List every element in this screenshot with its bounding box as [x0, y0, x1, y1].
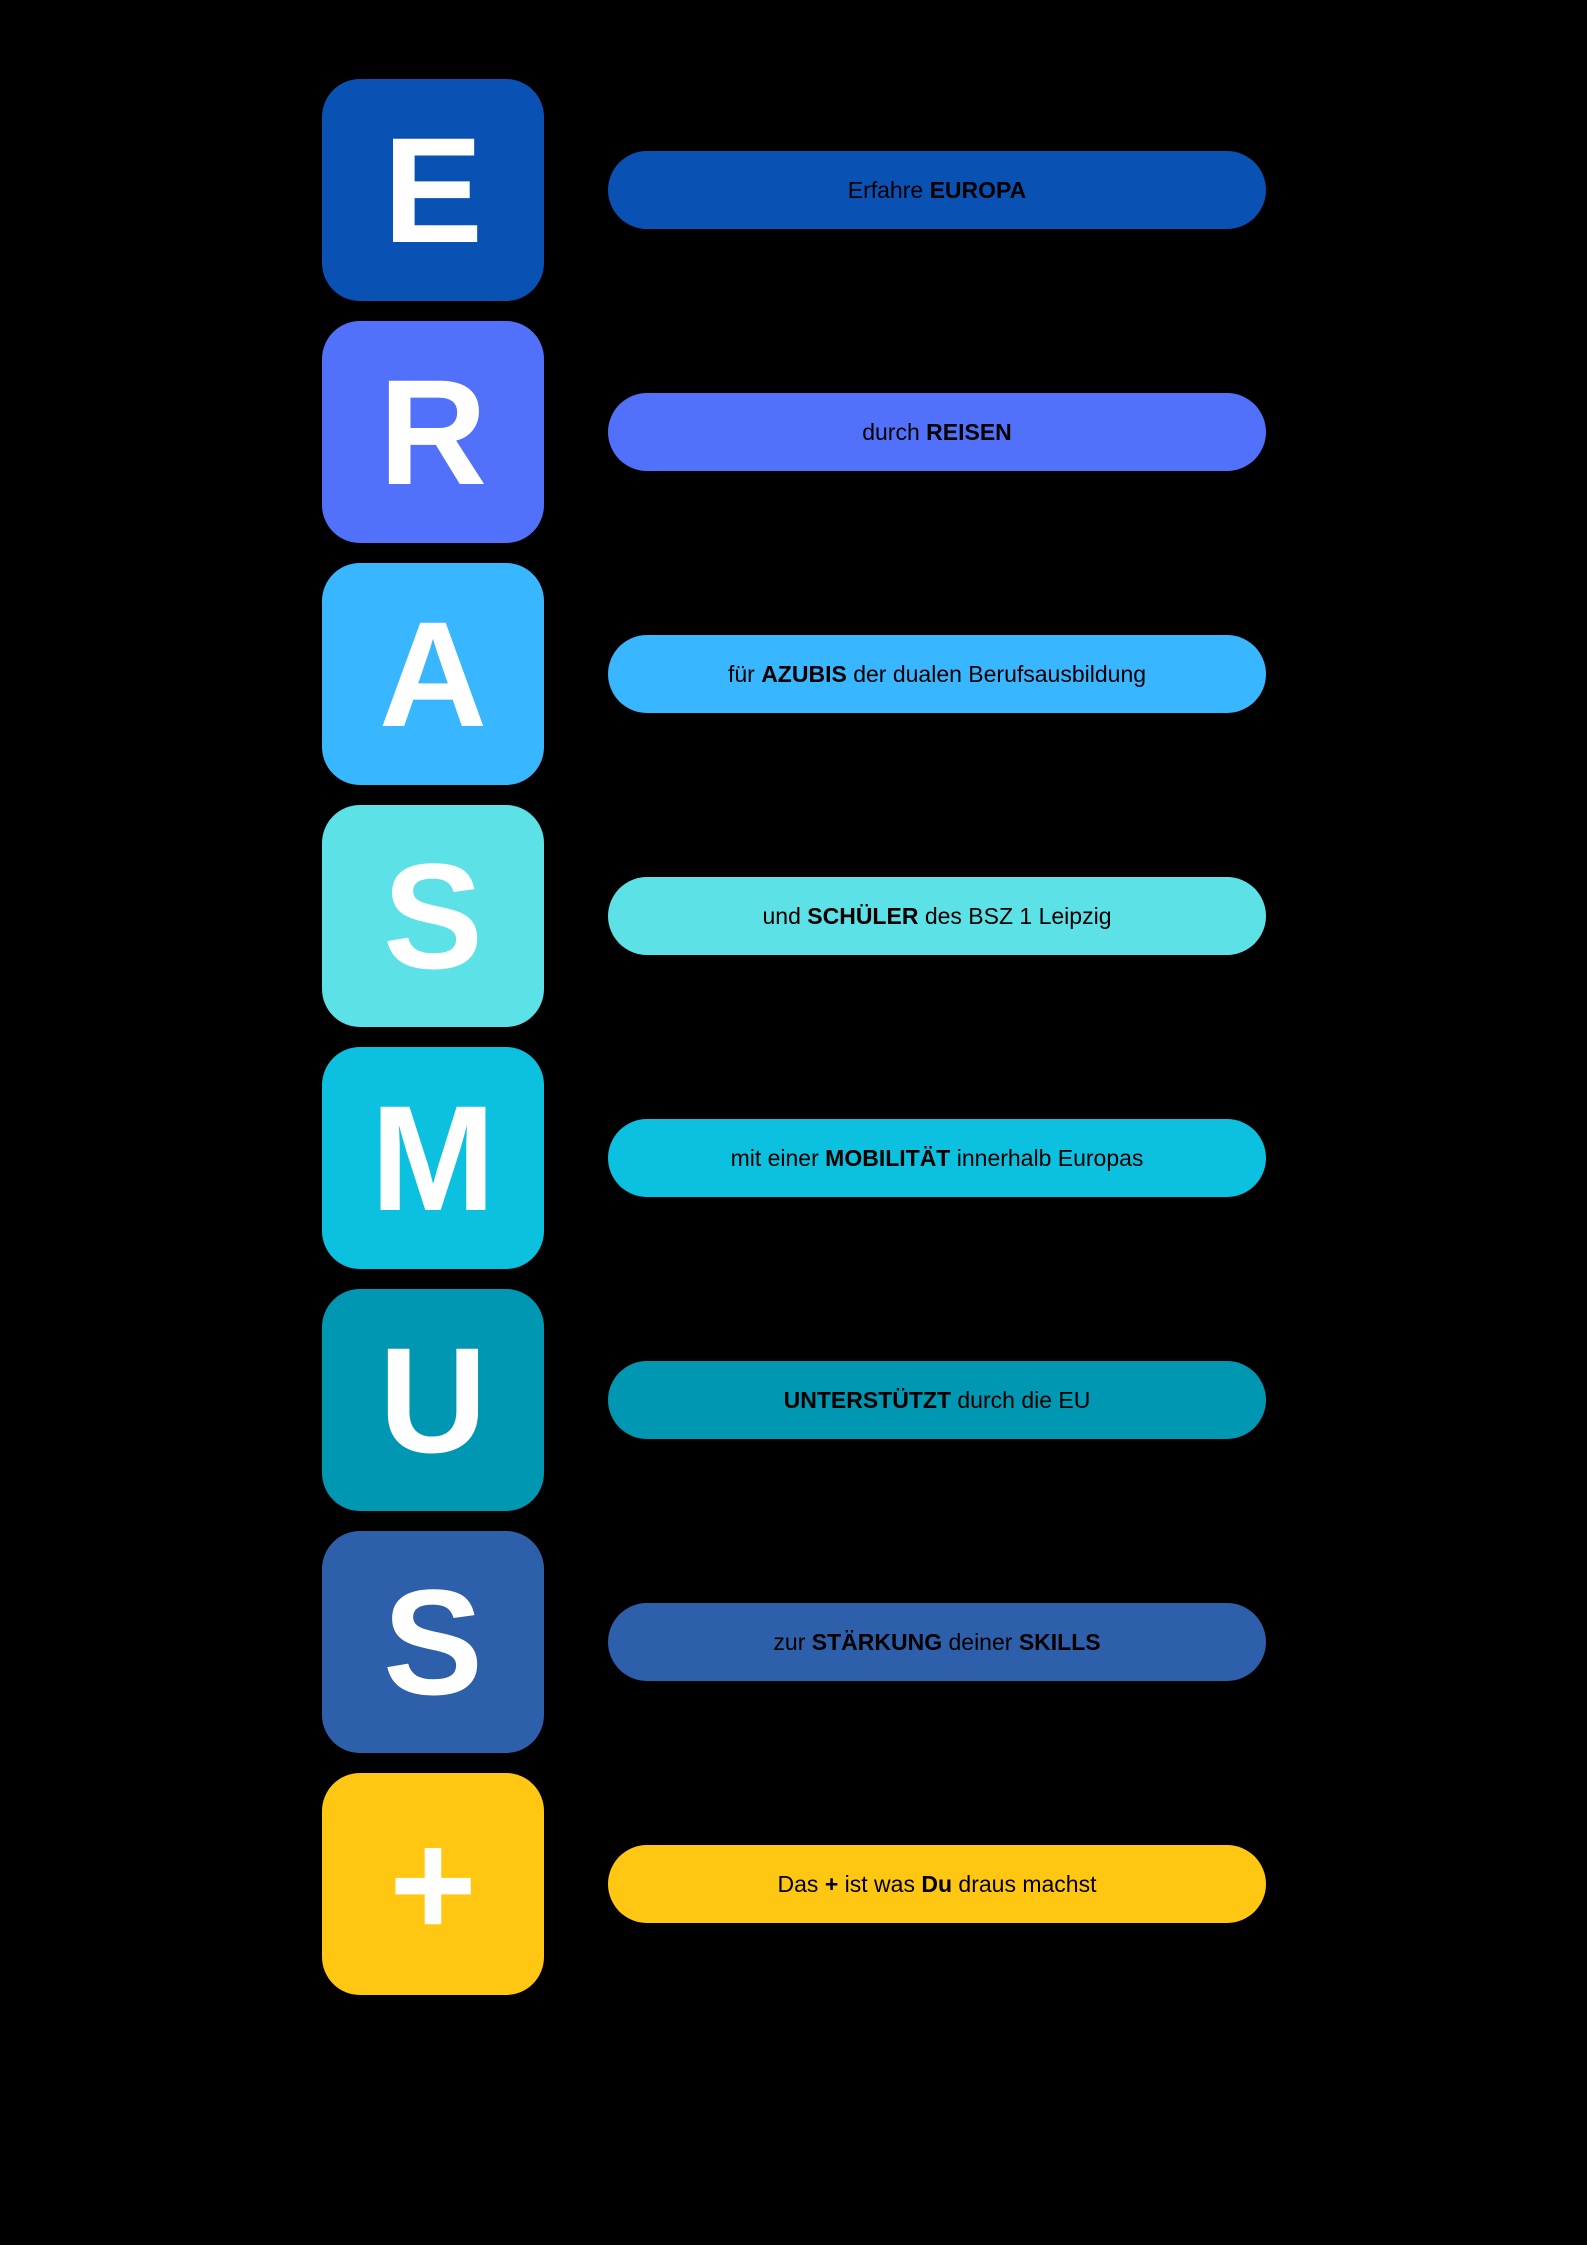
letter-tile-e: E [322, 79, 544, 301]
label-text: deiner [942, 1628, 1019, 1655]
label-text-bold: REISEN [926, 418, 1012, 445]
acronym-row-plus: + Das + ist was Du draus machst [322, 1773, 1266, 1995]
acronym-row-s2: S zur STÄRKUNG deiner SKILLS [322, 1531, 1266, 1753]
label-text: mit einer [730, 1144, 826, 1171]
acronym-row-s1: S und SCHÜLER des BSZ 1 Leipzig [322, 805, 1266, 1027]
plus-sign: + [389, 1800, 477, 1968]
label-pill-a: für AZUBIS der dualen Berufsausbildung [608, 635, 1266, 713]
label-text-bold: MOBILITÄT [825, 1144, 951, 1171]
label-text: ist was [838, 1870, 922, 1897]
letter-tile-r: R [322, 321, 544, 543]
letter-tile-m: M [322, 1047, 544, 1269]
letter-s2: S [382, 1558, 484, 1726]
letter-tile-s1: S [322, 805, 544, 1027]
label-text-bold: EUROPA [929, 176, 1027, 203]
letter-tile-s2: S [322, 1531, 544, 1753]
letter-u: U [378, 1316, 488, 1484]
label-text: durch die EU [951, 1386, 1091, 1413]
label-text: innerhalb Europas [950, 1144, 1144, 1171]
label-text: Das [777, 1870, 825, 1897]
label-text-bold: STÄRKUNG [811, 1628, 943, 1655]
acronym-row-a: A für AZUBIS der dualen Berufsausbildung [322, 563, 1266, 785]
letter-tile-plus: + [322, 1773, 544, 1995]
acronym-row-r: R durch REISEN [322, 321, 1266, 543]
label-text: Erfahre [847, 176, 930, 203]
label-text: durch [862, 418, 927, 445]
label-text-bold: SCHÜLER [807, 902, 919, 929]
letter-s1: S [382, 832, 484, 1000]
letter-r: R [378, 348, 488, 516]
label-pill-u: UNTERSTÜTZT durch die EU [608, 1361, 1266, 1439]
label-text: und [762, 902, 808, 929]
label-pill-e: Erfahre EUROPA [608, 151, 1266, 229]
label-text: draus machst [952, 1870, 1097, 1897]
label-text-bold: SKILLS [1018, 1628, 1101, 1655]
acronym-row-m: M mit einer MOBILITÄT innerhalb Europas [322, 1047, 1266, 1269]
letter-m: M [370, 1074, 496, 1242]
label-text-bold: Du [921, 1870, 953, 1897]
acronym-stack: E Erfahre EUROPA R durch REISEN A für AZ… [322, 79, 1266, 1995]
letter-e: E [382, 106, 484, 274]
letter-a: A [378, 590, 488, 758]
label-text: der dualen Berufsausbildung [846, 660, 1147, 687]
label-text: für [727, 660, 762, 687]
label-pill-r: durch REISEN [608, 393, 1266, 471]
label-text-bold: UNTERSTÜTZT [783, 1386, 951, 1413]
acronym-row-u: U UNTERSTÜTZT durch die EU [322, 1289, 1266, 1511]
label-text: des BSZ 1 Leipzig [918, 902, 1112, 929]
letter-tile-u: U [322, 1289, 544, 1511]
label-text-bold: + [824, 1870, 839, 1897]
label-text: zur [773, 1628, 812, 1655]
label-pill-plus: Das + ist was Du draus machst [608, 1845, 1266, 1923]
label-text-bold: AZUBIS [761, 660, 847, 687]
letter-tile-a: A [322, 563, 544, 785]
label-pill-s1: und SCHÜLER des BSZ 1 Leipzig [608, 877, 1266, 955]
label-pill-s2: zur STÄRKUNG deiner SKILLS [608, 1603, 1266, 1681]
label-pill-m: mit einer MOBILITÄT innerhalb Europas [608, 1119, 1266, 1197]
acronym-row-e: E Erfahre EUROPA [322, 79, 1266, 301]
